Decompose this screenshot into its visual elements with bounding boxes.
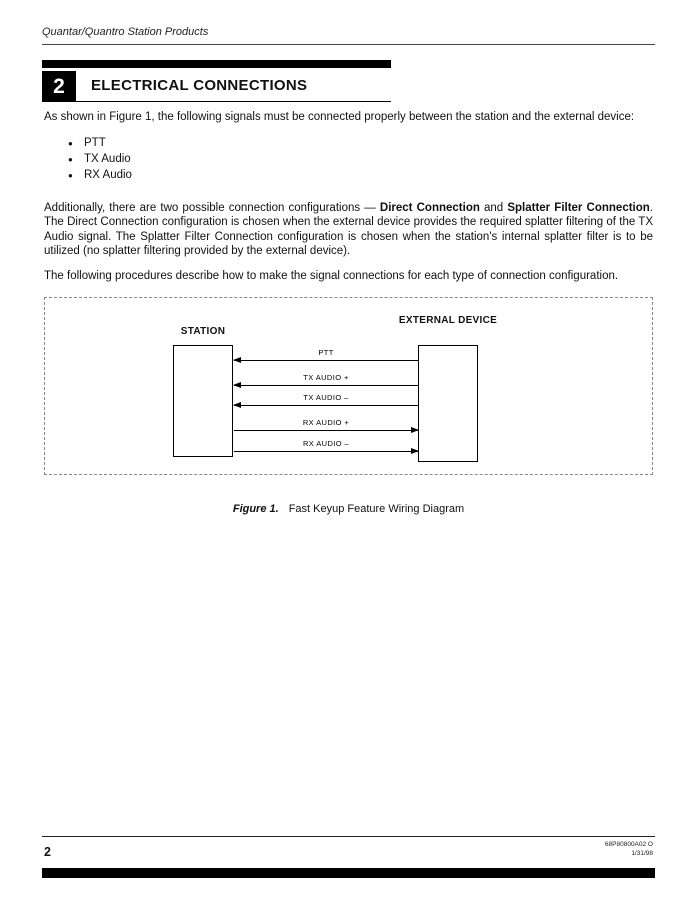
- bullet-item-tx-audio: TX Audio: [68, 151, 653, 168]
- config-text-1: Additionally, there are two possible con…: [44, 201, 380, 214]
- footer-bottom-bar: [42, 868, 655, 878]
- figure-caption-text: Fast Keyup Feature Wiring Diagram: [288, 503, 465, 515]
- config-bold-splatter-filter: Splatter Filter Connection: [507, 201, 650, 214]
- signal-rx-audio-minus: RX AUDIO –: [234, 439, 419, 454]
- external-device-box: [418, 345, 478, 462]
- wire-tx-minus-arrow-left-icon: [233, 402, 418, 408]
- wire-rx-minus-arrow-right-icon: [234, 448, 419, 454]
- signal-rx-audio-plus-label: RX AUDIO +: [302, 418, 350, 427]
- signal-bullet-list: PTT TX Audio RX Audio: [44, 135, 653, 184]
- signal-rx-audio-minus-label: RX AUDIO –: [302, 439, 350, 448]
- procedures-paragraph: The following procedures describe how to…: [44, 269, 619, 282]
- footer-doc-number: 68P80800A02 O: [604, 841, 653, 848]
- wire-ptt-arrow-left-icon: [233, 357, 418, 363]
- figure-caption-label: Figure 1.: [232, 503, 279, 515]
- footer-doc-id: 68P80800A02 O 1/31/98: [605, 841, 653, 858]
- signal-tx-audio-minus-label: TX AUDIO –: [303, 393, 349, 402]
- station-box-label: STATION: [180, 326, 226, 337]
- signal-tx-audio-plus-label: TX AUDIO +: [303, 373, 349, 382]
- figure-1-wiring-diagram: STATION EXTERNAL DEVICE PTT TX AUDIO + T…: [44, 297, 653, 475]
- page-header: Quantar/Quantro Station Products: [42, 26, 655, 45]
- section-title: ELECTRICAL CONNECTIONS: [76, 71, 391, 102]
- footer-date: 1/31/98: [631, 849, 653, 857]
- signal-tx-audio-minus: TX AUDIO –: [233, 393, 418, 408]
- signal-ptt: PTT: [233, 348, 418, 363]
- config-text-2: and: [479, 201, 508, 214]
- bullet-item-rx-audio: RX Audio: [68, 167, 653, 184]
- intro-paragraph: As shown in Figure 1, the following sign…: [44, 111, 635, 123]
- config-bold-direct-connection: Direct Connection: [379, 201, 480, 214]
- section-top-bar: [42, 60, 391, 68]
- footer-rule: [42, 836, 655, 837]
- config-text-3: . The Direct Connection configuration is…: [44, 201, 653, 258]
- section-header: 2 ELECTRICAL CONNECTIONS: [42, 60, 391, 102]
- signal-ptt-label: PTT: [318, 348, 334, 357]
- bullet-item-ptt: PTT: [68, 135, 653, 152]
- section-number-badge: 2: [42, 71, 76, 102]
- configuration-paragraph: Additionally, there are two possible con…: [44, 201, 653, 259]
- header-product-line: Quantar/Quantro Station Products: [42, 26, 209, 38]
- wire-tx-plus-arrow-left-icon: [233, 382, 418, 388]
- figure-caption: Figure 1. Fast Keyup Feature Wiring Diagr…: [44, 503, 653, 515]
- wire-rx-plus-arrow-right-icon: [234, 427, 419, 433]
- signal-rx-audio-plus: RX AUDIO +: [234, 418, 419, 433]
- footer-page-number: 2: [44, 845, 51, 859]
- station-box: [173, 345, 233, 457]
- section-title-row: 2 ELECTRICAL CONNECTIONS: [42, 71, 391, 102]
- page-content: As shown in Figure 1, the following sign…: [44, 110, 653, 515]
- signal-tx-audio-plus: TX AUDIO +: [233, 373, 418, 388]
- external-device-box-label: EXTERNAL DEVICE: [398, 315, 498, 326]
